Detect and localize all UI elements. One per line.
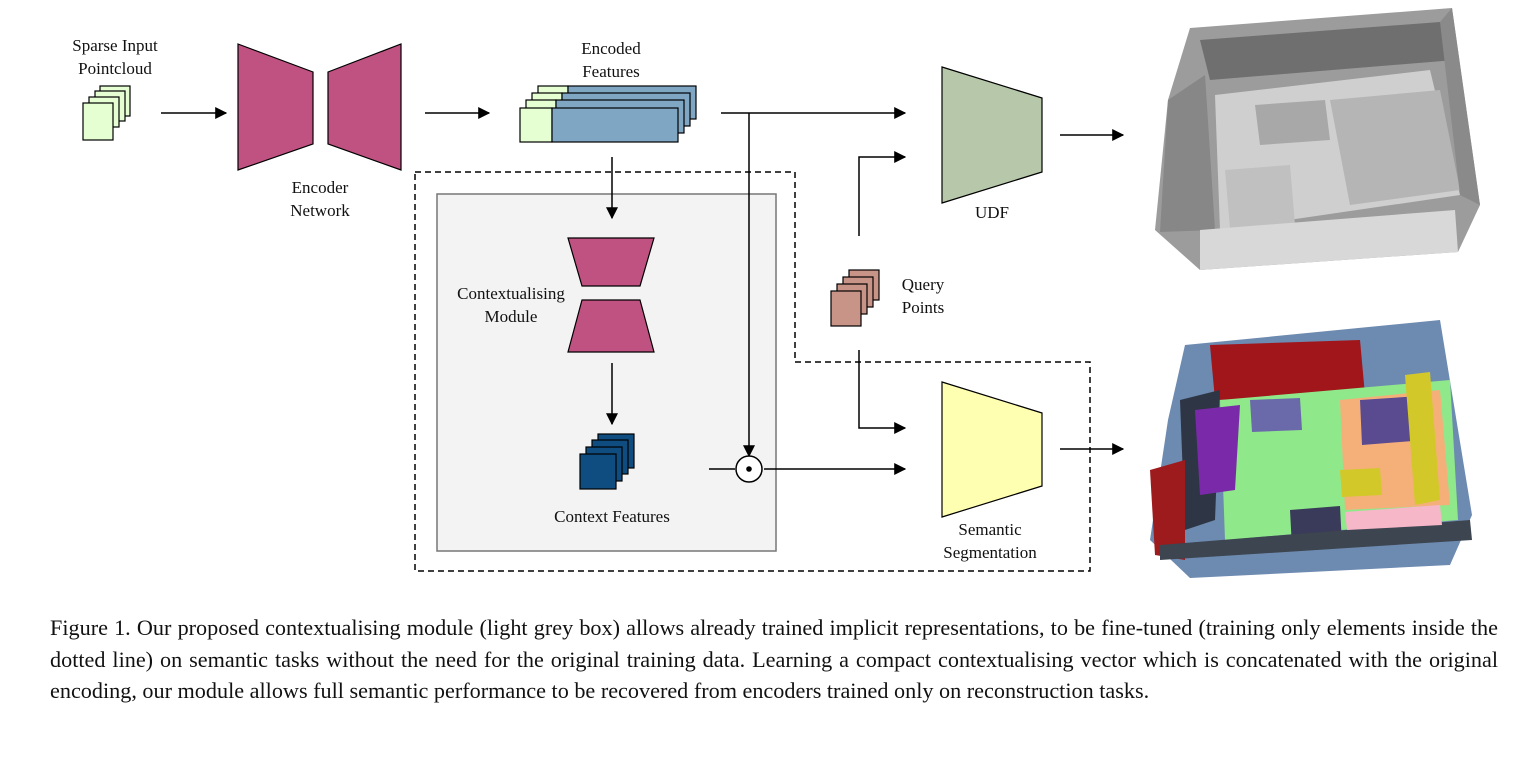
query-points-icon — [830, 269, 880, 327]
udf-head-icon — [941, 66, 1043, 204]
encoder-line-2: Network — [290, 201, 350, 220]
caption-text: Our proposed contextualising module (lig… — [50, 615, 1498, 703]
encoder-line-1: Encoder — [291, 178, 349, 197]
query-points-line-1: Query — [901, 275, 945, 294]
query-points-label: Query Points — [878, 273, 968, 319]
encoded-features-line-2: Features — [582, 62, 640, 81]
contextualising-line-2: Module — [484, 307, 538, 326]
contextualising-line-1: Contextualising — [457, 284, 565, 303]
figure: Sparse Input Pointcloud Encoder Network … — [50, 8, 1480, 578]
semantic-head-icon — [941, 381, 1043, 518]
contextualising-label: Contextualising Module — [440, 282, 582, 328]
dot-operator-icon — [735, 455, 763, 483]
input-cubes-icon — [82, 85, 131, 141]
udf-label: UDF — [974, 203, 1009, 222]
encoded-features-label: Encoded Features — [551, 37, 671, 83]
encoder-label: Encoder Network — [260, 176, 380, 222]
arrow-query-udf — [858, 151, 907, 236]
sparse-input-label: Sparse Input Pointcloud — [50, 34, 180, 80]
encoder-network-icon — [237, 43, 402, 171]
encoded-features-icon — [519, 85, 697, 143]
context-features-icon — [579, 433, 635, 490]
contextualising-module-icon — [567, 237, 655, 353]
arrow-query-semantic — [858, 350, 907, 434]
sparse-input-line-1: Sparse Input — [72, 36, 158, 55]
segmentation-room-icon — [1150, 320, 1472, 578]
trainable-region-outline — [414, 171, 1091, 572]
sparse-input-line-2: Pointcloud — [78, 59, 152, 78]
reconstruction-room-icon — [1155, 8, 1480, 270]
caption-prefix: Figure 1. — [50, 615, 131, 640]
context-features-label: Context Features — [554, 507, 670, 526]
semantic-line-1: Semantic — [958, 520, 1022, 539]
query-points-line-2: Points — [901, 298, 945, 317]
semantic-line-2: Segmentation — [943, 543, 1037, 562]
encoded-features-line-1: Encoded — [581, 39, 641, 58]
semantic-label: Semantic Segmentation — [920, 518, 1060, 564]
figure-caption: Figure 1. Our proposed contextualising m… — [50, 612, 1498, 707]
